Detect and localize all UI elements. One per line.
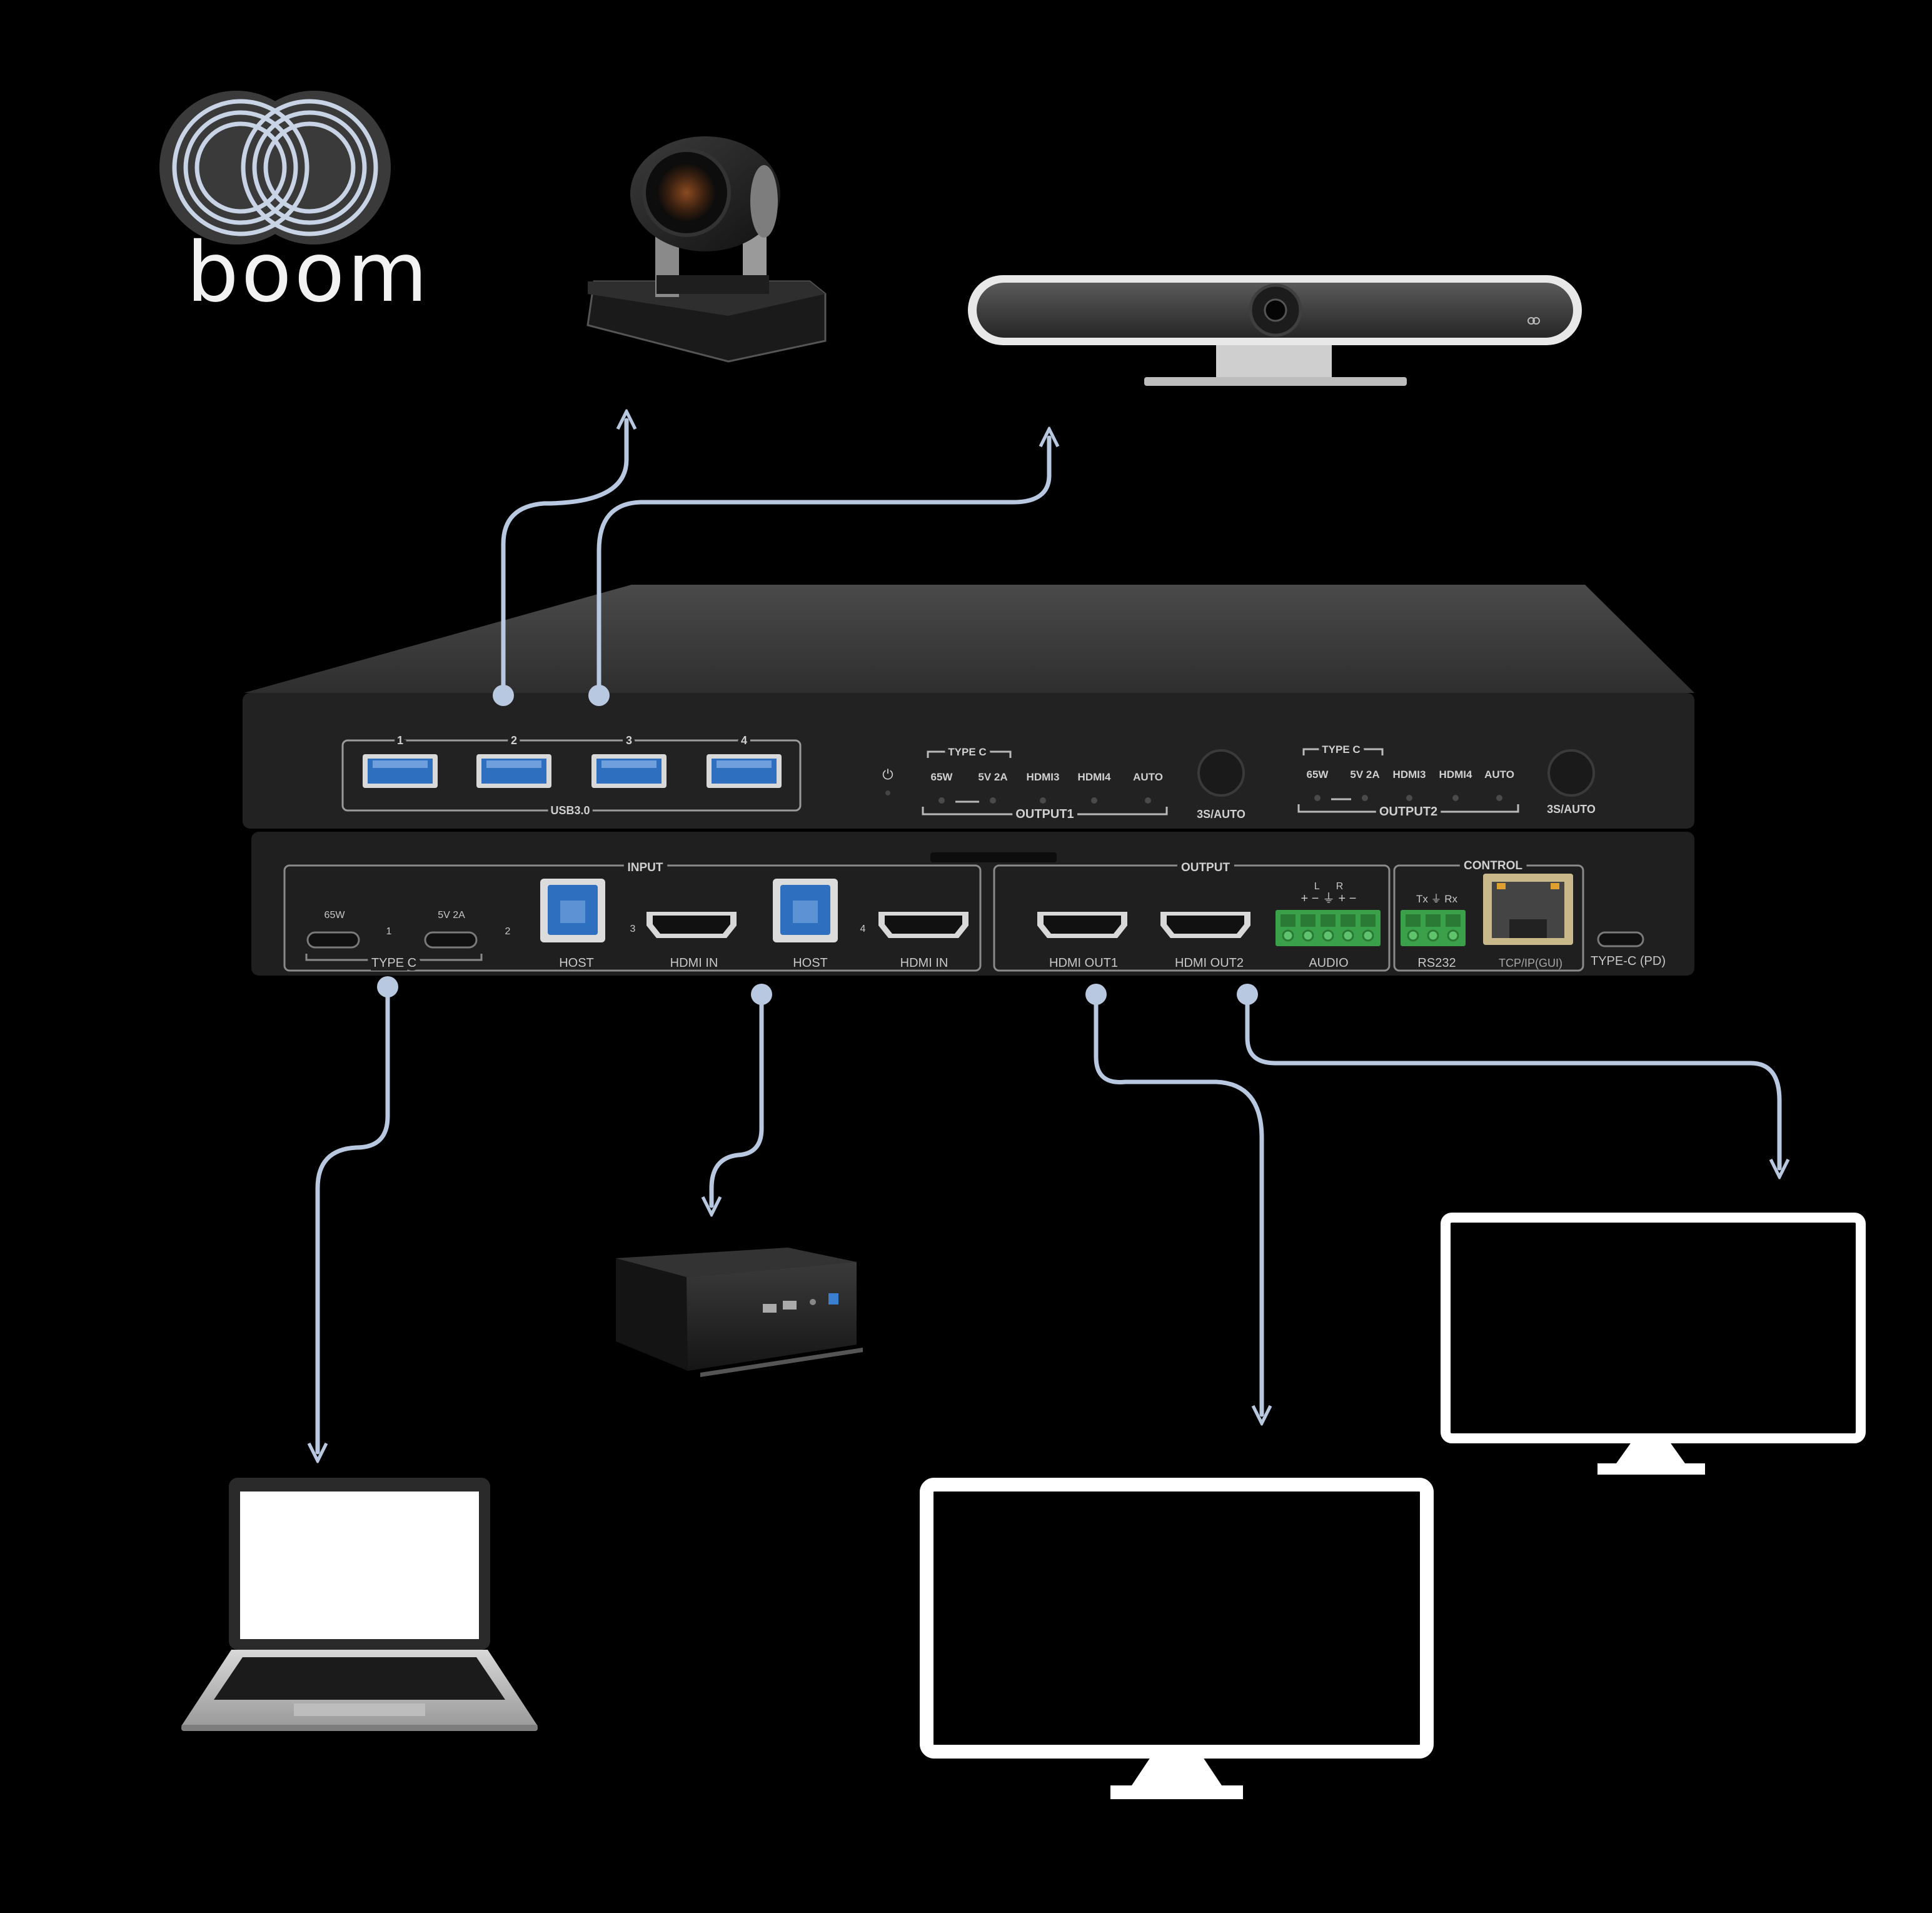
typec-pd-port[interactable] [1597, 931, 1644, 947]
output1-led-indicator [1145, 797, 1151, 804]
rear-panel: INPUT OUTPUT CONTROL 65W 1 5V 2A 2 TYPE … [283, 855, 1666, 974]
usb-group-label: USB3.0 [550, 804, 590, 817]
hdmi-in-1-port[interactable] [647, 912, 737, 938]
output2-led-label: HDMI4 [1439, 769, 1472, 780]
host-2-port[interactable] [773, 879, 838, 942]
typec-input-label: TYPE C [371, 956, 416, 970]
hdmi-out-2-port[interactable] [1160, 912, 1250, 938]
hdmiin-to-minipc-line [712, 992, 764, 1206]
output1-group-label: OUTPUT1 [1015, 807, 1074, 821]
rs232-pin-label: Tx ⏚ Rx [1416, 893, 1458, 905]
hdmiout1-to-monitor-line [1094, 992, 1262, 1415]
output2-led-label: 5V 2A [1350, 769, 1379, 780]
usb-port-1[interactable] [363, 754, 438, 788]
output2-select-button[interactable] [1547, 749, 1595, 797]
audio-lr-label: L R [1314, 881, 1344, 892]
interlocking-rings-logo [159, 91, 391, 245]
connector-lines [318, 420, 1779, 1452]
hdmi-out-1-label: HDMI OUT1 [1049, 956, 1118, 970]
power-indicator: ⏻ [882, 767, 893, 782]
monitor-icon [920, 1478, 1434, 1799]
input-num-4: 4 [860, 924, 866, 934]
rs232-label: RS232 [1417, 956, 1456, 970]
usb1-to-camera-line [501, 420, 626, 698]
usb-port-3[interactable] [591, 754, 667, 788]
audio-pin-label: + − ⏚ + − [1301, 892, 1357, 906]
laptop-icon [181, 1478, 538, 1731]
hdmi-in-1-label: HDMI IN [670, 956, 718, 970]
tcpip-port[interactable] [1483, 874, 1573, 945]
output2-led-indicator [1362, 795, 1368, 801]
usb-port-number: 1 [397, 734, 403, 747]
output1-led-indicator [938, 797, 945, 804]
usb-port-number: 4 [741, 734, 747, 747]
typec-watt-label: 65W [325, 910, 346, 921]
output2-led-indicator [1496, 795, 1502, 801]
output1-led-label: 5V 2A [978, 771, 1007, 783]
output2-led-label: AUTO [1484, 769, 1514, 780]
rs232-terminal[interactable] [1401, 910, 1466, 946]
front-panel: 1 2 3 4 USB3.0 ⏻ TYPE C 65W 5V 2A HDMI3 HDMI4 AU… [341, 731, 1596, 825]
hdmi-in-2-port[interactable] [878, 912, 969, 938]
mini-pc-icon [616, 1248, 863, 1377]
typec-num-2: 2 [505, 926, 511, 937]
typec-power-label: 5V 2A [438, 910, 465, 921]
output2-led-label: HDMI3 [1393, 769, 1426, 780]
output2-led-label: 65W [1307, 769, 1329, 780]
usb-port-2[interactable] [476, 754, 551, 788]
hdmi-out-1-port[interactable] [1037, 912, 1127, 938]
video-bar-icon [968, 275, 1582, 386]
input-num-3: 3 [630, 924, 636, 934]
output2-led-indicator [1314, 795, 1321, 801]
output2-typec-label: TYPE C [1322, 744, 1360, 755]
output1-led-label: 65W [931, 771, 953, 783]
typec-num-1: 1 [386, 926, 392, 937]
control-section-label: CONTROL [1464, 859, 1522, 872]
typec-pd-label: TYPE-C (PD) [1591, 954, 1666, 968]
usb2-to-videobar-line [596, 438, 1049, 698]
input-section-label: INPUT [628, 861, 663, 874]
audio-terminal[interactable] [1275, 910, 1381, 946]
ptz-camera-icon [586, 136, 827, 363]
output2-group-label: OUTPUT2 [1379, 805, 1437, 819]
output2-led-indicator [1452, 795, 1459, 801]
output1-led-label: AUTO [1133, 771, 1163, 783]
hdmiout2-to-monitor-line [1245, 992, 1779, 1168]
output1-typec-bracket [927, 750, 1012, 758]
usb-port-number: 3 [626, 734, 632, 747]
output1-led-indicator [1040, 797, 1046, 804]
typec-input-1-port[interactable] [306, 931, 360, 949]
connector-dots [377, 685, 1258, 1005]
output1-led-label: HDMI4 [1078, 771, 1111, 783]
output1-led-label: HDMI3 [1027, 771, 1060, 783]
output2-typec-bracket [1302, 748, 1384, 755]
output2-led-indicator [1406, 795, 1412, 801]
typec-to-laptop-line [318, 984, 390, 1452]
audio-label: AUDIO [1309, 956, 1348, 970]
hdmi-in-2-label: HDMI IN [900, 956, 948, 970]
output2-button-label: 3S/AUTO [1547, 803, 1596, 815]
host-1-label: HOST [559, 956, 594, 970]
output1-typec-label: TYPE C [948, 746, 986, 758]
output1-led-indicator [990, 797, 996, 804]
host-1-port[interactable] [540, 879, 605, 942]
typec-input-2-port[interactable] [424, 931, 478, 949]
tcpip-label: TCP/IP(GUI) [1499, 957, 1562, 969]
hdmi-out-2-label: HDMI OUT2 [1175, 956, 1244, 970]
monitor-icon [1441, 1213, 1866, 1475]
output1-button-label: 3S/AUTO [1197, 808, 1245, 820]
brand-name: boom [186, 225, 430, 321]
usb-port-number: 2 [511, 734, 517, 747]
output1-led-indicator [1091, 797, 1097, 804]
output-section-label: OUTPUT [1181, 861, 1230, 874]
host-2-label: HOST [793, 956, 828, 970]
usb-port-4[interactable] [707, 754, 782, 788]
output1-select-button[interactable] [1197, 749, 1245, 797]
